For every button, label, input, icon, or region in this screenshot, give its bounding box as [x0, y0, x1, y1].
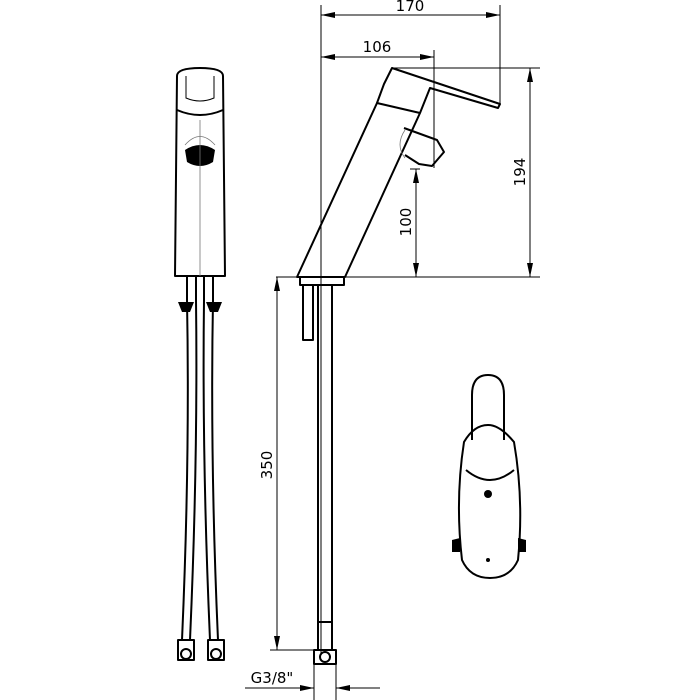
- top-view: [452, 374, 526, 579]
- dim-hose-length: 350: [258, 451, 276, 480]
- dimension-lines: [245, 5, 540, 700]
- dim-overall-height: 194: [511, 158, 529, 187]
- front-view: [174, 67, 226, 661]
- dim-spout-height: 100: [397, 208, 415, 237]
- side-view: [296, 67, 501, 665]
- dim-spout-reach: 106: [363, 38, 392, 56]
- dim-overall-reach: 170: [396, 0, 425, 15]
- dim-connection-thread: G3/8": [251, 669, 294, 687]
